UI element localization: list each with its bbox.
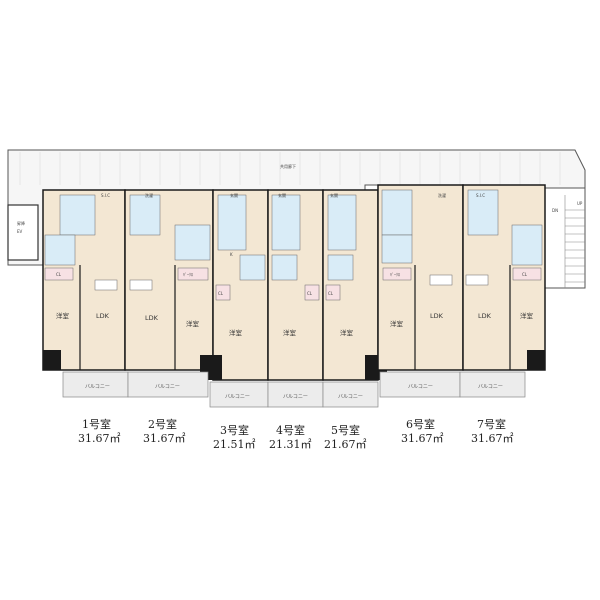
- unit-5: 洋室 CL: [322, 189, 387, 381]
- unit-1-area: 31.67㎡: [78, 432, 121, 445]
- balcony-3-label: バルコニー: [225, 394, 250, 400]
- unit-7-area: 31.67㎡: [471, 432, 514, 445]
- unit-7-room-2: 洋室: [520, 311, 534, 320]
- unit-3-room-3: CL: [218, 291, 224, 296]
- unit-2-room-2: 洋室: [186, 319, 200, 328]
- unit-2-area: 31.67㎡: [143, 432, 186, 445]
- elevator-label-2: EV: [17, 229, 23, 234]
- balcony-4: [267, 381, 324, 408]
- unit-7-room-3: CL: [522, 272, 528, 277]
- unit-4-room-2: CL: [307, 291, 313, 296]
- balcony-4-label: バルコニー: [283, 394, 308, 400]
- balcony-1-label: バルコニー: [85, 384, 110, 390]
- balcony-5-label: バルコニー: [338, 394, 363, 400]
- unit-6: 洋室 LDK ｷﾞｰｸﾛ: [377, 184, 464, 371]
- building-body: 洋室 LDK CL LDK 洋室 ｷﾞｰｸﾛ 洋室 K CL: [42, 184, 546, 381]
- balcony-6: [379, 371, 461, 398]
- unit-5-name: 5号室: [331, 423, 360, 437]
- unit-1-name: 1号室: [82, 417, 111, 431]
- unit-6-room-1: 洋室: [390, 319, 404, 328]
- entrance-label-5: 玄関: [330, 192, 338, 198]
- unit-6-room-3: ｷﾞｰｸﾛ: [390, 271, 400, 277]
- unit-2-room-3: ｷﾞｰｸﾛ: [183, 271, 193, 277]
- unit-5-area: 21.67㎡: [324, 438, 367, 451]
- unit-2: LDK 洋室 ｷﾞｰｸﾛ: [124, 189, 214, 371]
- balcony-5: [322, 381, 379, 408]
- sic-label-1: S.I.C: [101, 193, 110, 198]
- unit-1-room-1: 洋室: [56, 311, 70, 320]
- stair-dn-label: DN: [552, 208, 558, 213]
- balcony-7: [459, 371, 526, 398]
- unit-3-name: 3号室: [220, 423, 249, 437]
- unit-4-name: 4号室: [276, 423, 305, 437]
- unit-1-room-2: LDK: [96, 312, 110, 320]
- unit-2-room-1: LDK: [145, 314, 159, 322]
- balcony-2: [127, 371, 209, 398]
- balcony-2-label: バルコニー: [155, 384, 180, 390]
- entrance-label-3: 玄関: [230, 192, 238, 198]
- balcony-7-label: バルコニー: [478, 384, 503, 390]
- stair-up-label: UP: [577, 201, 583, 206]
- wash-label-6: 洗濯: [438, 192, 446, 198]
- unit-5-room-1: 洋室: [340, 328, 354, 337]
- unit-7-room-1: LDK: [478, 312, 492, 320]
- elevator-label-1: 昇降: [17, 220, 25, 226]
- balconies: バルコニー バルコニー バルコニー バルコニー バルコニー バルコニー バルコニ…: [62, 371, 526, 408]
- unit-2-name: 2号室: [148, 417, 177, 431]
- unit-3-room-1: 洋室: [229, 328, 243, 337]
- unit-3-room-2: K: [230, 252, 233, 257]
- elevator: 昇降 EV: [7, 204, 39, 261]
- wash-label-2: 洗濯: [145, 192, 153, 198]
- unit-5-room-2: CL: [328, 291, 334, 296]
- balcony-6-label: バルコニー: [408, 384, 433, 390]
- unit-6-name: 6号室: [406, 417, 435, 431]
- unit-4-room-1: 洋室: [283, 328, 297, 337]
- balcony-1: [62, 371, 129, 398]
- unit-1-room-3: CL: [56, 272, 62, 277]
- sic-label-7: S.I.C: [476, 193, 485, 198]
- staircase: DN UP: [544, 187, 586, 289]
- unit-4-area: 21.31㎡: [269, 438, 312, 451]
- unit-1: 洋室 LDK CL: [42, 189, 126, 371]
- balcony-3: [209, 381, 269, 408]
- unit-3: 洋室 K CL: [200, 189, 269, 381]
- corridor-label: 共用廊下: [280, 163, 296, 169]
- unit-3-area: 21.51㎡: [213, 438, 256, 451]
- unit-4: 洋室 CL: [267, 189, 324, 381]
- entrance-label-4: 玄関: [278, 192, 286, 198]
- unit-labels: 1号室 31.67㎡ 2号室 31.67㎡ 3号室 21.51㎡ 4号室 21.…: [78, 417, 514, 451]
- unit-6-area: 31.67㎡: [401, 432, 444, 445]
- fixture-labels: S.I.C 洗濯 玄関 玄関 玄関 洗濯 S.I.C: [101, 192, 485, 198]
- unit-6-room-2: LDK: [430, 312, 444, 320]
- unit-7: LDK 洋室 CL: [462, 184, 546, 371]
- unit-7-name: 7号室: [477, 417, 506, 431]
